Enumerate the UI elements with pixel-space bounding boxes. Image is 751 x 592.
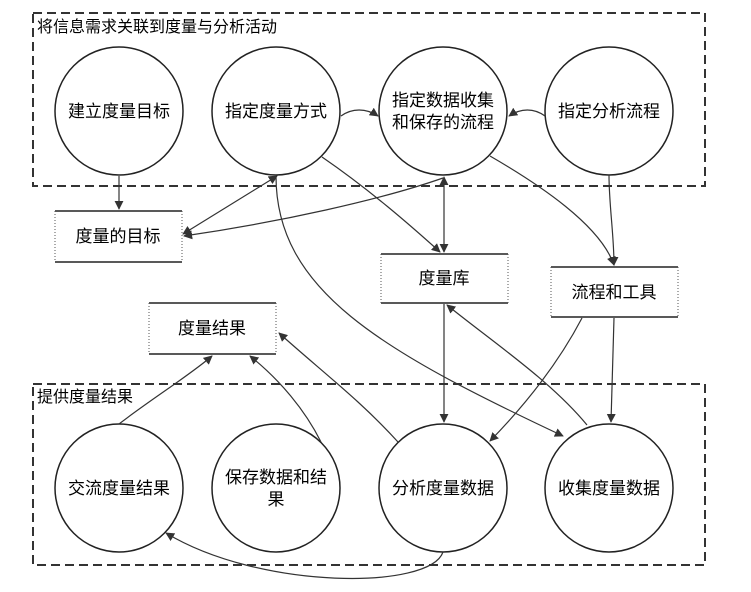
- svg-text:指定分析流程: 指定分析流程: [558, 102, 660, 122]
- arrow-store-to-results: [249, 355, 322, 443]
- svg-text:交流度量结果: 交流度量结果: [68, 479, 170, 499]
- arrow-tools-to-analyze: [489, 317, 583, 442]
- bottom-group-label: 提供度量结果: [37, 387, 133, 406]
- process-establish-objectives: 建立度量目标: [54, 46, 184, 176]
- arrow-collection-to-tools: [489, 155, 616, 266]
- arrow-measures-to-collection: [340, 107, 379, 117]
- svg-text:度量结果: 度量结果: [178, 319, 246, 339]
- arrow-measures-to-collect: [275, 175, 564, 437]
- top-group-frame: [32, 12, 706, 187]
- process-specify-analysis: 指定分析流程: [544, 46, 674, 176]
- process-store-data-results: 保存数据和结 果: [211, 423, 341, 553]
- svg-text:指定数据收集: 指定数据收集: [392, 91, 494, 111]
- svg-text:建立度量目标: 建立度量目标: [68, 102, 170, 122]
- arrow-measures-objectives: [182, 175, 278, 235]
- arrow-collect-to-repository: [446, 304, 588, 426]
- process-specify-measures: 指定度量方式: [211, 46, 341, 176]
- arrow-analyze-to-results: [278, 332, 399, 443]
- svg-text:度量的目标: 度量的目标: [76, 227, 161, 247]
- svg-text:流程和工具: 流程和工具: [572, 283, 657, 303]
- process-specify-collection-storage: 指定数据收集 和保存的流程: [378, 46, 508, 176]
- arrow-measures-to-repository: [321, 156, 441, 253]
- store-results: 度量结果: [148, 302, 277, 355]
- top-group-label: 将信息需求关联到度量与分析活动: [37, 17, 277, 36]
- svg-text:收集度量数据: 收集度量数据: [558, 479, 660, 499]
- bottom-group-frame: [32, 383, 706, 566]
- svg-text:分析度量数据: 分析度量数据: [392, 479, 494, 499]
- store-procedures-tools: 流程和工具: [550, 266, 679, 318]
- process-communicate-results: 交流度量结果: [54, 423, 184, 553]
- svg-text:保存数据和结: 保存数据和结: [225, 468, 327, 488]
- svg-text:度量库: 度量库: [419, 269, 470, 289]
- store-objectives: 度量的目标: [54, 210, 183, 263]
- arrow-analysis-to-tools: [608, 174, 619, 266]
- arrow-tools-to-collect: [606, 317, 616, 423]
- arrow-analysis-to-collection: [508, 107, 546, 117]
- arrow-collection-to-objectives: [183, 177, 444, 240]
- svg-text:果: 果: [268, 490, 285, 510]
- arrow-communicate-to-results: [118, 355, 213, 425]
- store-repository: 度量库: [380, 253, 509, 304]
- process-analyze-data: 分析度量数据: [378, 423, 508, 553]
- svg-text:和保存的流程: 和保存的流程: [392, 113, 494, 133]
- svg-text:指定度量方式: 指定度量方式: [225, 102, 327, 122]
- process-collect-data: 收集度量数据: [544, 423, 674, 553]
- arrow-analyze-to-communicate: [165, 532, 444, 580]
